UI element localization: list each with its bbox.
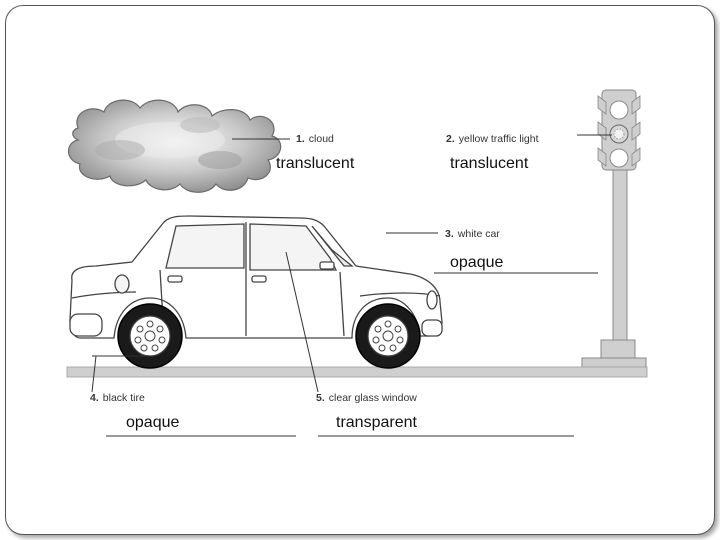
traffic-light-illustration <box>581 89 647 377</box>
answer-window: transparent <box>336 414 417 431</box>
label-car: 3.white car <box>445 228 500 240</box>
label-tire: 4.black tire <box>90 392 145 404</box>
answer-cloud: translucent <box>276 155 355 172</box>
label-traffic-light: 2.yellow traffic light <box>446 133 539 145</box>
car-illustration <box>69 215 443 339</box>
answer-underlines <box>106 272 598 437</box>
rear-tire <box>355 303 421 369</box>
leader-lines <box>91 134 612 393</box>
front-tire <box>117 303 183 369</box>
label-window: 5.clear glass window <box>316 392 417 404</box>
label-cloud: 1.cloud <box>296 133 334 145</box>
road <box>66 366 648 378</box>
answer-car: opaque <box>450 254 504 271</box>
cloud-illustration <box>67 99 282 193</box>
answer-tire: opaque <box>126 414 180 431</box>
answer-traffic-light: translucent <box>450 155 529 172</box>
